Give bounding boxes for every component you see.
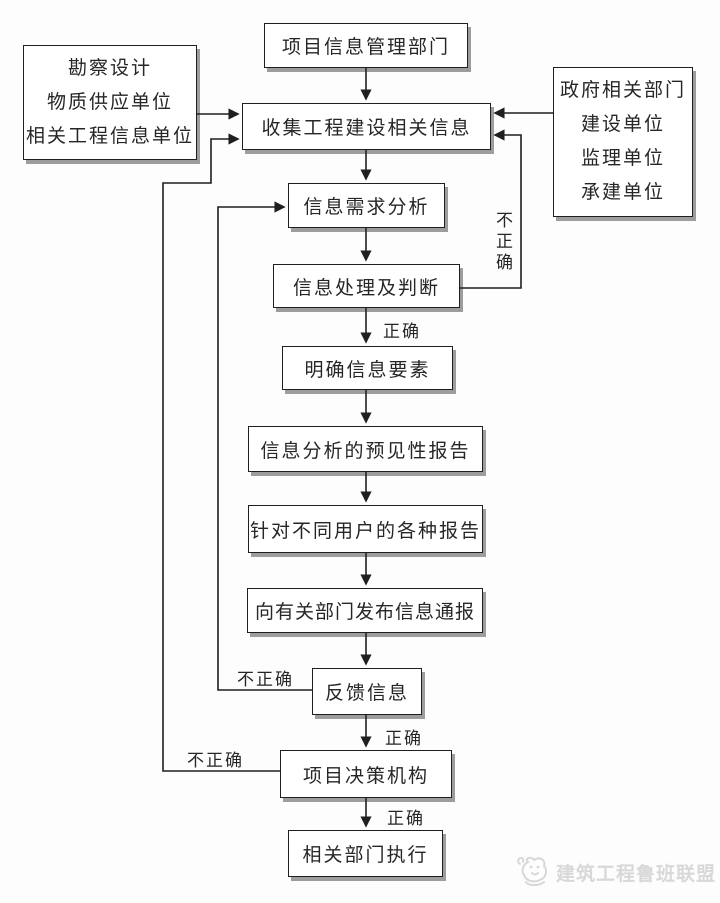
feedback-line-feedback-incorrect xyxy=(217,201,312,691)
node-forecast-report: 信息分析的预见性报告 xyxy=(248,426,483,472)
node-clarify-elements: 明确信息要素 xyxy=(282,346,453,390)
label-correct-after-feedback: 正确 xyxy=(385,729,423,748)
node-feedback: 反馈信息 xyxy=(312,668,422,715)
watermark-logo-icon xyxy=(517,856,548,886)
label-correct-after-processing: 正确 xyxy=(383,322,421,341)
node-right-sources: 政府相关部门 建设单位 监理单位 承建单位 xyxy=(553,67,693,217)
node-project-info-dept: 项目信息管理部门 xyxy=(264,23,468,68)
node-demand-analysis: 信息需求分析 xyxy=(288,183,445,228)
node-processing-judgement: 信息处理及判断 xyxy=(273,264,460,308)
label-incorrect-right: 不正确 xyxy=(493,211,512,274)
right-source-line: 监理单位 xyxy=(580,148,665,169)
left-source-line: 物质供应单位 xyxy=(46,91,173,113)
feedback-line-decision-incorrect xyxy=(162,133,280,772)
node-publish-bulletin: 向有关部门发布信息通报 xyxy=(247,588,483,633)
node-left-sources: 勘察设计 物质供应单位 相关工程信息单位 xyxy=(23,45,197,160)
watermark-text: 建筑工程鲁班联盟 xyxy=(556,863,717,885)
right-source-line: 政府相关部门 xyxy=(559,80,686,101)
right-source-line: 建设单位 xyxy=(580,114,665,135)
label-incorrect-feedback: 不正确 xyxy=(237,670,294,689)
node-collect-info: 收集工程建设相关信息 xyxy=(242,103,491,150)
label-correct-after-decision: 正确 xyxy=(387,809,425,828)
node-user-reports: 针对不同用户的各种报告 xyxy=(248,505,483,553)
left-source-line: 相关工程信息单位 xyxy=(25,125,194,147)
left-source-line: 勘察设计 xyxy=(67,57,152,79)
node-execute: 相关部门执行 xyxy=(288,830,443,877)
right-source-line: 承建单位 xyxy=(580,182,665,203)
feedback-line-processing-incorrect xyxy=(460,129,522,289)
watermark: 建筑工程鲁班联盟 xyxy=(514,850,717,894)
label-incorrect-decision: 不正确 xyxy=(187,751,244,770)
node-decision-body: 项目决策机构 xyxy=(280,750,452,798)
